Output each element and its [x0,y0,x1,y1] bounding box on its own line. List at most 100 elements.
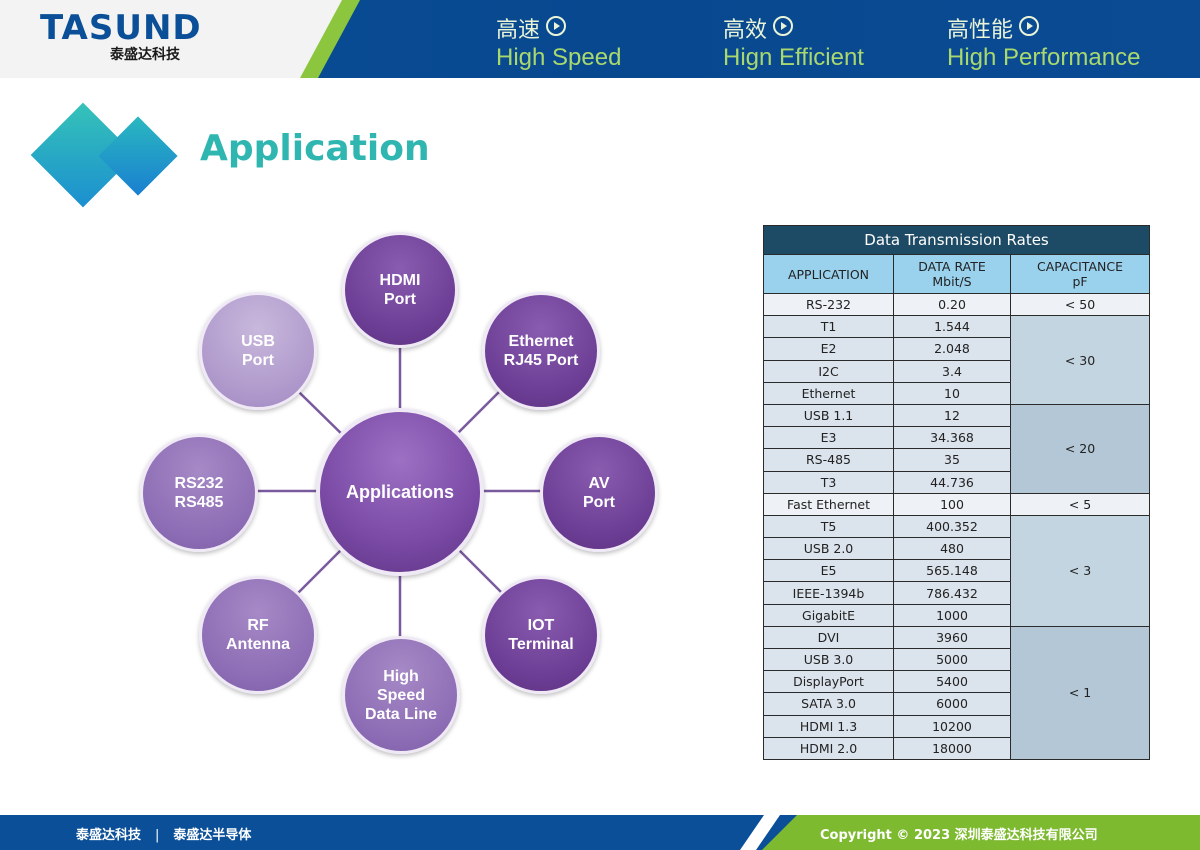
slogan-en: Hign Efficient [723,44,864,71]
node-av-port: AV Port [540,434,658,552]
footer-company-names: 泰盛达科技 | 泰盛达半导体 [76,824,251,843]
cell-application: Ethernet [763,381,894,405]
cell-application: RS-485 [763,448,894,472]
column-header-capacitance: CAPACITANCE pF [1009,254,1151,294]
header-banner: TASUND 泰盛达科技 高速 High Speed 高效 Hign Effic… [0,0,1200,78]
cell-data-rate: 3960 [893,625,1011,650]
cell-application: IEEE-1394b [763,581,894,605]
cell-data-rate: 44.736 [893,470,1011,494]
data-transmission-rates-table: Data Transmission Rates APPLICATION DATA… [762,225,1151,761]
slogan-high-performance: 高性能 High Performance [947,16,1140,72]
slogan-en: High Performance [947,44,1141,71]
cell-data-rate: 5400 [893,670,1011,694]
slogan-zh: 高性能 [947,18,1014,43]
cell-application: E5 [763,559,894,583]
column-header-data-rate: DATA RATE Mbit/S [893,254,1011,294]
cell-data-rate: 565.148 [893,559,1011,583]
cell-data-rate: 2.048 [893,337,1011,361]
cell-capacitance: < 1 [1009,625,1151,761]
play-circle-icon [546,16,567,36]
cell-application: T5 [763,514,894,539]
cell-application: DisplayPort [763,670,894,694]
footer-copyright: Copyright © 2023 深圳泰盛达科技有限公司 [820,828,1098,843]
cell-data-rate: 0.20 [893,292,1011,317]
footer-green-band [762,815,1200,850]
slogan-high-speed: 高速 High Speed [496,16,621,72]
column-header-application: APPLICATION [763,254,894,294]
cell-application: GigabitE [763,603,894,627]
logo-wordmark: TASUND [40,8,202,48]
cell-data-rate: 10 [893,381,1011,405]
cell-data-rate: 10200 [893,714,1011,738]
node-hdmi-port: HDMI Port [342,232,458,348]
cell-data-rate: 12 [893,403,1011,428]
cell-data-rate: 100 [893,492,1011,516]
cell-application: USB 2.0 [763,537,894,561]
slogan-en: High Speed [496,44,622,71]
slogan-high-efficient: 高效 Hign Efficient [723,16,864,72]
table-caption: Data Transmission Rates [762,225,1151,255]
cell-data-rate: 480 [893,537,1011,561]
cell-capacitance: < 50 [1009,292,1151,317]
page-title: Application [200,128,430,169]
footer-company-a: 泰盛达科技 [76,828,142,843]
cell-data-rate: 34.368 [893,426,1011,450]
cell-application: RS-232 [763,292,894,317]
cell-data-rate: 786.432 [893,581,1011,605]
footer-bar: 泰盛达科技 | 泰盛达半导体 Copyright © 2023 深圳泰盛达科技有限公… [0,815,1200,850]
cell-application: T3 [763,470,894,494]
cell-data-rate: 5000 [893,647,1011,672]
header-logo-panel [0,0,345,78]
logo-subtitle: 泰盛达科技 [110,47,180,63]
cell-application: Fast Ethernet [763,492,894,516]
cell-application: DVI [763,625,894,650]
cell-application: E3 [763,426,894,450]
node-rf-antenna: RF Antenna [199,576,317,694]
cell-capacitance: < 5 [1009,492,1151,516]
play-circle-icon [1019,16,1040,36]
cell-capacitance: < 30 [1009,315,1151,405]
cell-application: I2C [763,359,894,383]
cell-capacitance: < 3 [1009,514,1151,627]
node-rs232-rs485: RS232 RS485 [140,434,258,552]
company-logo: TASUND 泰盛达科技 [40,10,240,64]
footer-separator: | [155,828,160,843]
cell-application: SATA 3.0 [763,692,894,716]
cell-application: HDMI 1.3 [763,714,894,738]
diamond-decoration-small [98,116,178,196]
cell-application: T1 [763,315,894,339]
cell-application: USB 3.0 [763,647,894,672]
node-iot-terminal: IOT Terminal [482,576,600,694]
cell-application: USB 1.1 [763,403,894,428]
cell-data-rate: 6000 [893,692,1011,716]
cell-capacitance: < 20 [1009,403,1151,494]
cell-data-rate: 18000 [893,736,1011,761]
slogan-zh: 高效 [723,18,768,43]
node-applications-center: Applications [316,408,484,576]
play-circle-icon [773,16,794,36]
cell-application: E2 [763,337,894,361]
cell-data-rate: 1000 [893,603,1011,627]
cell-data-rate: 400.352 [893,514,1011,539]
footer-company-b: 泰盛达半导体 [173,828,252,843]
slogan-zh: 高速 [496,18,541,43]
node-ethernet-rj45-port: Ethernet RJ45 Port [482,292,600,410]
cell-data-rate: 1.544 [893,315,1011,339]
